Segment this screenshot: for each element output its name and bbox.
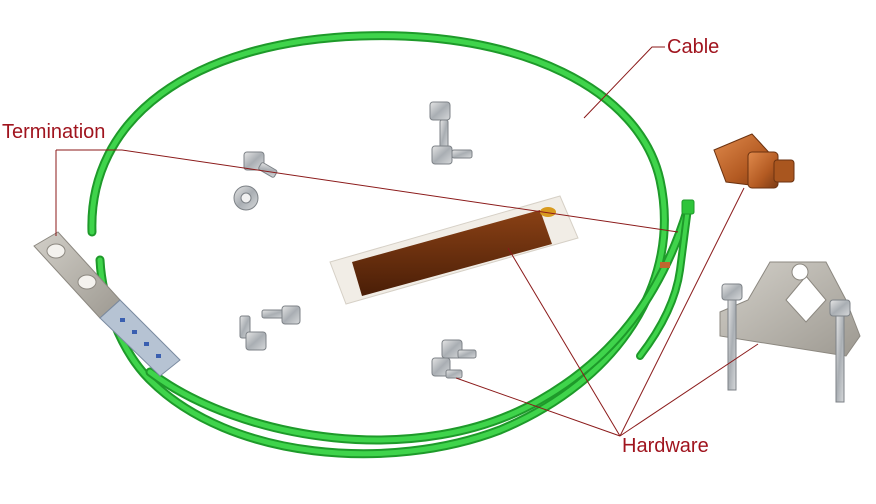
green-cable (87, 31, 695, 459)
pipe-clamp (719, 261, 861, 403)
label-hardware: Hardware (622, 435, 709, 457)
termination-lug (33, 231, 181, 377)
label-termination: Termination (2, 121, 106, 143)
copper-split-bolt (713, 133, 795, 189)
sealant-packet (329, 195, 579, 305)
callout-leader-lines (55, 46, 759, 437)
label-cable: Cable (667, 36, 720, 58)
hardware-screws (233, 101, 477, 379)
